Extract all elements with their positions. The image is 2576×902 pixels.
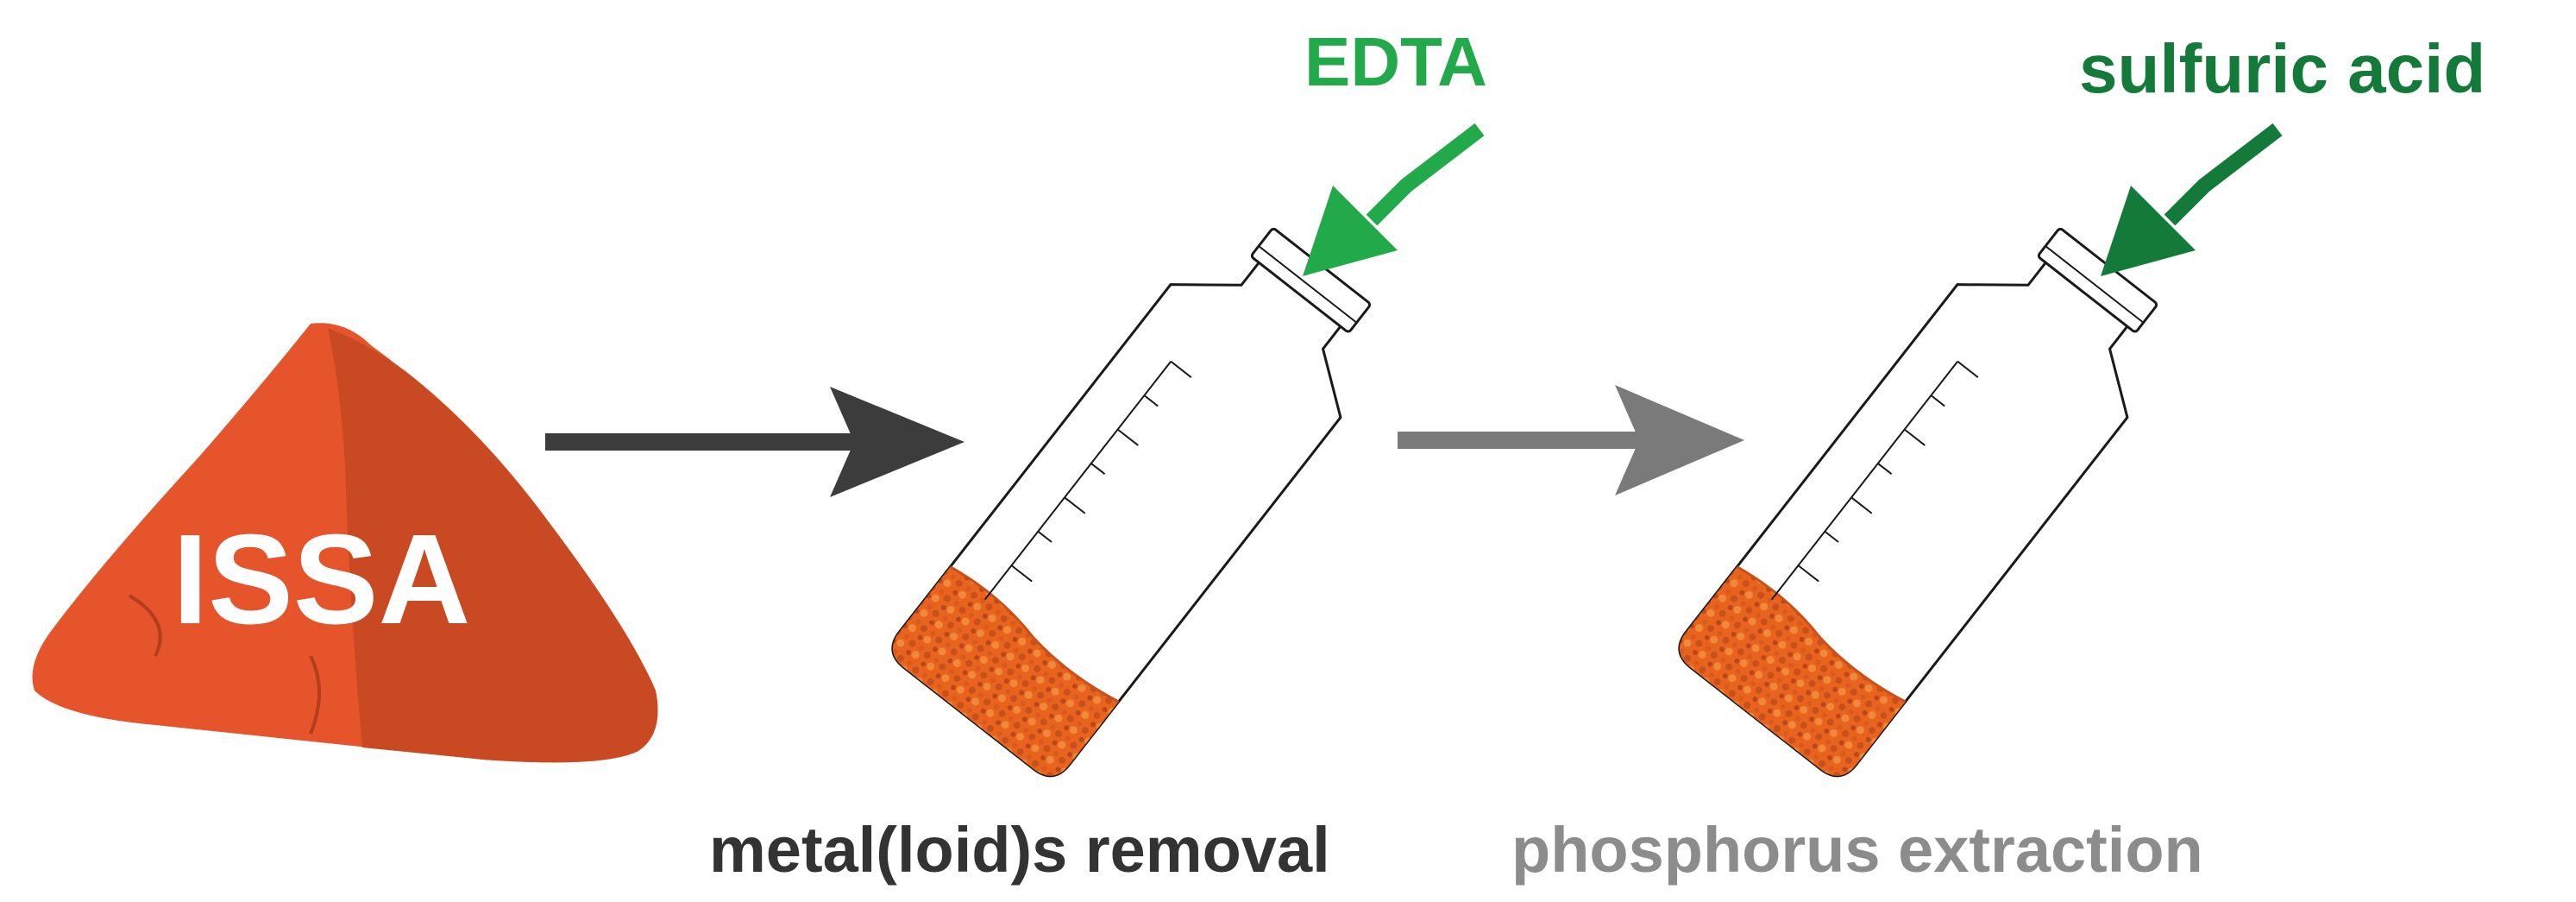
tilted-bottle-icon xyxy=(882,198,1409,786)
bent-arrow-icon xyxy=(1303,123,1485,276)
reagent-label-edta: EDTA xyxy=(1304,23,1487,100)
ash-pile-icon xyxy=(32,323,658,763)
tilted-bottle-icon xyxy=(1668,198,2196,786)
step-label-phosphorus-extraction: phosphorus extraction xyxy=(1511,814,2203,886)
right-arrow-icon xyxy=(545,387,964,497)
issa-label: ISSA xyxy=(173,508,471,651)
bent-arrow-icon xyxy=(2101,123,2283,276)
step-label-metal-removal: metal(loid)s removal xyxy=(709,814,1330,886)
right-arrow-icon xyxy=(1398,385,1744,495)
reagent-label-sulfuric-acid: sulfuric acid xyxy=(2079,30,2486,107)
